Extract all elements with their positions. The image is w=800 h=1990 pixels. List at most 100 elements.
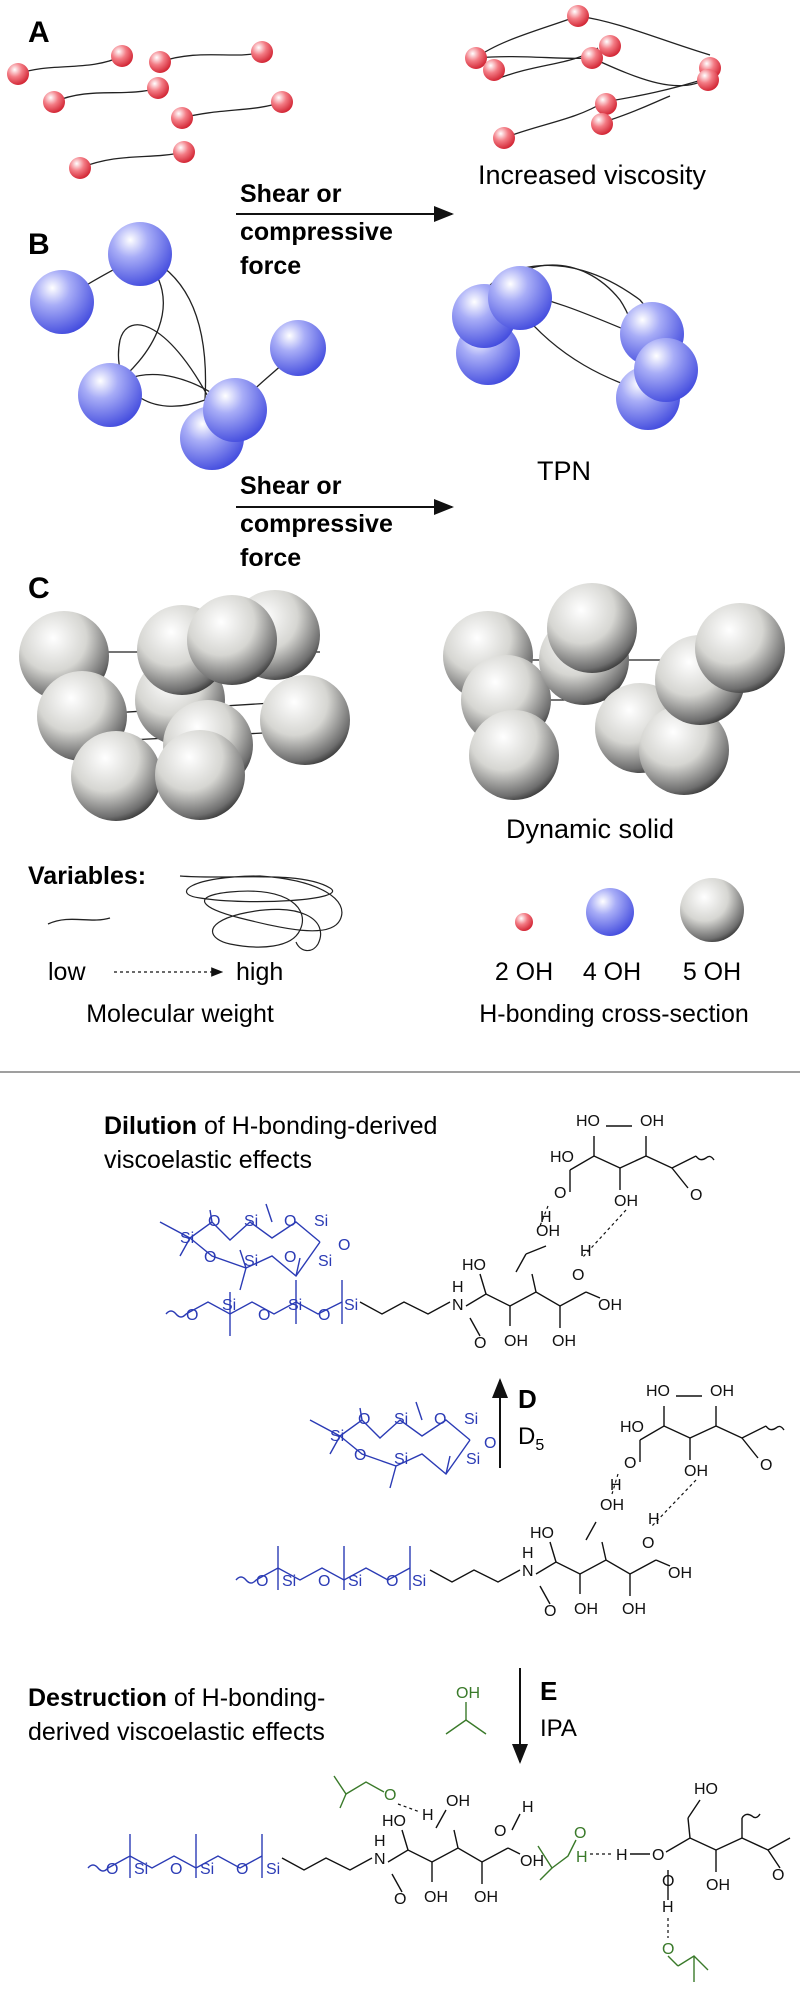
svg-text:OH: OH bbox=[640, 1113, 664, 1130]
panel-b-spheres-start bbox=[30, 222, 326, 470]
svg-text:Si: Si bbox=[180, 1230, 194, 1247]
svg-text:O: O bbox=[318, 1307, 330, 1324]
panel-a-letter: A bbox=[28, 16, 50, 49]
arrow-top-line2: compressive bbox=[240, 218, 393, 246]
step-e-letter: E bbox=[540, 1676, 557, 1706]
legend-5oh-sphere bbox=[680, 878, 744, 942]
svg-text:O: O bbox=[318, 1573, 330, 1590]
arrow-top-line3: force bbox=[240, 252, 301, 280]
svg-text:OH: OH bbox=[552, 1333, 576, 1350]
low-label: low bbox=[48, 958, 86, 986]
svg-text:O: O bbox=[208, 1213, 220, 1230]
svg-text:Si: Si bbox=[464, 1411, 478, 1428]
ipa-bound-2 bbox=[537, 1839, 577, 1881]
step-d-reagent: D5 bbox=[518, 1423, 544, 1454]
propyl-linker-top bbox=[359, 1301, 451, 1315]
small-sphere bbox=[493, 127, 515, 149]
large-sphere bbox=[639, 705, 729, 795]
variables-title: Variables: bbox=[28, 862, 146, 890]
high-mw-chain bbox=[179, 875, 343, 952]
svg-text:OH: OH bbox=[598, 1297, 622, 1314]
svg-text:Si: Si bbox=[282, 1573, 296, 1590]
svg-text:O: O bbox=[204, 1249, 216, 1266]
pdms-chain-bottom-atoms: O Si O Si O Si bbox=[106, 1861, 280, 1878]
pdms-chain-bottom bbox=[87, 1834, 263, 1878]
svg-text:H: H bbox=[610, 1477, 622, 1494]
panel-c-spheres-end bbox=[443, 583, 785, 800]
medium-sphere bbox=[270, 320, 326, 376]
high-label: high bbox=[236, 958, 283, 986]
svg-text:O: O bbox=[394, 1891, 406, 1908]
small-sphere bbox=[149, 51, 171, 73]
svg-text:HO: HO bbox=[620, 1419, 644, 1436]
svg-text:O: O bbox=[572, 1267, 584, 1284]
nh-middle-h: H bbox=[522, 1545, 534, 1562]
d5-molecule bbox=[309, 1401, 471, 1489]
mw-caption: Molecular weight bbox=[86, 1000, 274, 1028]
svg-text:OH: OH bbox=[600, 1497, 624, 1514]
svg-text:OH: OH bbox=[622, 1601, 646, 1618]
svg-text:OH: OH bbox=[710, 1383, 734, 1400]
cyclic-siloxane-top-atoms: O Si O Si O Si O Si O Si bbox=[180, 1213, 350, 1270]
svg-text:OH: OH bbox=[574, 1601, 598, 1618]
step-d-letter: D bbox=[518, 1384, 537, 1414]
large-sphere bbox=[547, 583, 637, 673]
large-sphere bbox=[695, 603, 785, 693]
svg-text:HO: HO bbox=[462, 1257, 486, 1274]
sugar-ring-bottom-right-atoms: HO OH O O H bbox=[662, 1781, 784, 1916]
sugar-ring-top-lower bbox=[465, 1245, 601, 1337]
svg-text:O: O bbox=[106, 1861, 118, 1878]
svg-text:HO: HO bbox=[576, 1113, 600, 1130]
arrow-middle-line3: force bbox=[240, 544, 301, 572]
svg-text:Si: Si bbox=[330, 1428, 344, 1445]
svg-text:Si: Si bbox=[314, 1213, 328, 1230]
svg-text:OH: OH bbox=[504, 1333, 528, 1350]
svg-text:O: O bbox=[186, 1307, 198, 1324]
panel-b-letter: B bbox=[28, 228, 50, 261]
svg-text:O: O bbox=[284, 1249, 296, 1266]
ipa-bound-2-o: O bbox=[574, 1825, 586, 1842]
nh-top-h: H bbox=[452, 1279, 464, 1296]
panel-c-letter: C bbox=[28, 572, 50, 605]
sugar-ring-top-lower-atoms: HO O OH OH OH O OH H bbox=[462, 1223, 622, 1352]
small-sphere bbox=[147, 77, 169, 99]
hbonds-top bbox=[539, 1205, 627, 1259]
small-sphere bbox=[7, 63, 29, 85]
svg-text:HO: HO bbox=[530, 1525, 554, 1542]
large-sphere bbox=[260, 675, 350, 765]
cyclic-siloxane-top bbox=[159, 1203, 321, 1291]
svg-text:OH: OH bbox=[424, 1889, 448, 1906]
sugar-ring-middle-upper-atoms: HO OH HO O OH O H bbox=[610, 1383, 772, 1494]
pdms-chain-top-atoms: O Si O Si O Si bbox=[186, 1297, 358, 1324]
ipa-bound-2-h2: H bbox=[616, 1847, 628, 1864]
low-mw-chain bbox=[47, 917, 111, 925]
svg-text:O: O bbox=[772, 1867, 784, 1884]
svg-text:H: H bbox=[540, 1209, 552, 1226]
svg-text:O: O bbox=[170, 1861, 182, 1878]
sugar-ring-top-upper-atoms: HO OH HO O OH O H bbox=[540, 1113, 702, 1226]
svg-text:Si: Si bbox=[222, 1297, 236, 1314]
svg-text:OH: OH bbox=[520, 1853, 544, 1870]
ipa-molecule-legend bbox=[445, 1702, 487, 1735]
destruction-bold: Destruction bbox=[28, 1684, 167, 1712]
hbonds-middle bbox=[611, 1473, 697, 1527]
dilution-heading-line1: Dilution of H-bonding-derived bbox=[104, 1112, 437, 1140]
small-sphere bbox=[595, 93, 617, 115]
svg-text:HO: HO bbox=[694, 1781, 718, 1798]
medium-sphere bbox=[108, 222, 172, 286]
svg-text:OH: OH bbox=[536, 1223, 560, 1240]
svg-text:O: O bbox=[338, 1237, 350, 1254]
nh-middle: N bbox=[522, 1563, 534, 1580]
sugar-ring-middle-upper bbox=[639, 1395, 785, 1462]
sugar-ring-bottom-left-atoms: HO O OH OH OH O OH H bbox=[382, 1793, 544, 1908]
dilution-rest: of H-bonding-derived bbox=[197, 1112, 437, 1140]
panel-c-result-label: Dynamic solid bbox=[506, 814, 674, 844]
svg-text:OH: OH bbox=[706, 1877, 730, 1894]
panel-a-result-label: Increased viscosity bbox=[478, 160, 707, 190]
svg-text:O: O bbox=[624, 1455, 636, 1472]
svg-text:O: O bbox=[354, 1447, 366, 1464]
svg-text:OH: OH bbox=[684, 1463, 708, 1480]
svg-text:OH: OH bbox=[474, 1889, 498, 1906]
step-e-reagent: IPA bbox=[540, 1715, 577, 1742]
